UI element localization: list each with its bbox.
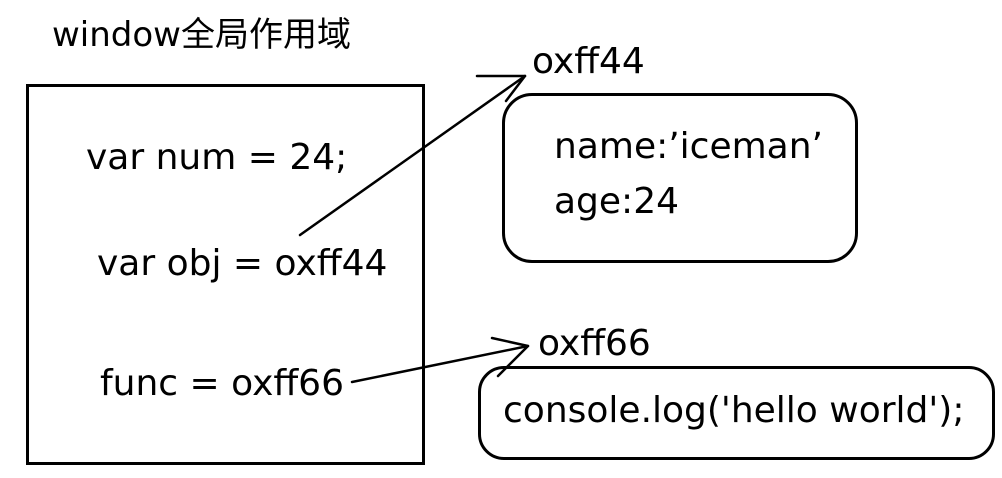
object-address-label: oxff44 <box>532 41 645 82</box>
function-address-label: oxff66 <box>538 323 651 364</box>
object-age-line: age:24 <box>554 181 679 222</box>
var-num-line: var num = 24; <box>86 137 348 178</box>
var-obj-line: var obj = oxff44 <box>97 243 388 284</box>
object-name-line: name:’iceman’ <box>554 126 823 167</box>
window-scope-title: window全局作用域 <box>52 15 351 55</box>
window-scope-box <box>26 84 425 465</box>
object-heap-box <box>502 93 858 263</box>
function-heap-box <box>478 366 995 460</box>
function-body-line: console.log('hello world'); <box>503 390 965 431</box>
var-func-line: func = oxff66 <box>100 363 344 404</box>
